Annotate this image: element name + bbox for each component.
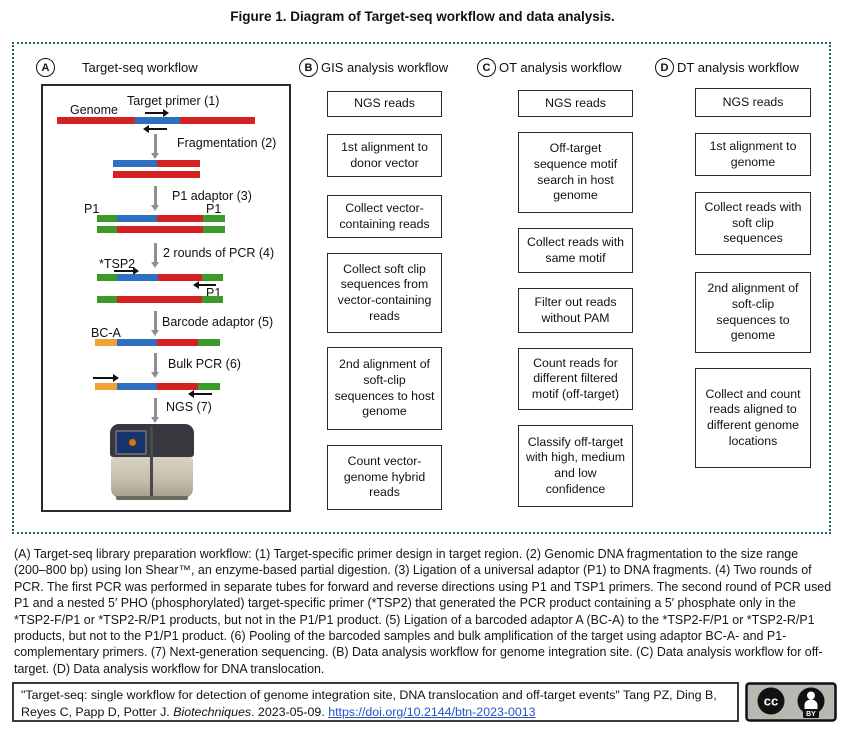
step-barcode-adaptor-label: Barcode adaptor (5): [162, 315, 274, 329]
panel-d-letter-badge: D: [655, 58, 674, 77]
gis-box-second-alignment: 2nd alignment of soft-clip sequences to …: [327, 347, 442, 430]
panel-a-title: Target-seq workflow: [82, 60, 198, 75]
tsp2-label: *TSP2: [99, 257, 136, 271]
panel-c-letter-badge: C: [477, 58, 496, 77]
p1-reverse-primer-arrow-icon: [193, 281, 216, 289]
cc-by-logo-icon: cc BY: [745, 682, 837, 722]
doi-link[interactable]: https://doi.org/10.2144/btn-2023-0013: [328, 704, 536, 719]
dt-box-collect-softclip-reads: Collect reads with soft clip sequences: [695, 192, 811, 255]
ot-box-filter-pam: Filter out reads without PAM: [518, 288, 633, 333]
svg-text:cc: cc: [764, 694, 778, 709]
fragment-bar-bottom: [113, 171, 200, 178]
step-fragmentation-label: Fragmentation (2): [177, 136, 277, 150]
gis-box-collect-vector-reads: Collect vector-containing reads: [327, 195, 442, 238]
p1-adaptor-bar-top: [97, 215, 225, 222]
panel-b-title: GIS analysis workflow: [321, 60, 449, 75]
bulk-forward-primer-arrow-icon: [93, 374, 119, 382]
genome-bar: [57, 117, 255, 124]
gis-box-count-hybrid-reads: Count vector-genome hybrid reads: [327, 445, 442, 510]
bulk-reverse-primer-arrow-icon: [188, 390, 212, 398]
gis-box-first-alignment: 1st alignment to donor vector: [327, 134, 442, 177]
citation-date: . 2023-05-09.: [251, 704, 329, 719]
fragment-bar-top: [113, 160, 200, 167]
cc-by-license-badge: cc BY: [745, 682, 837, 722]
dt-box-ngs-reads: NGS reads: [695, 88, 811, 117]
pcr-bar-top: [97, 274, 223, 281]
sequencer-seam: [150, 426, 153, 500]
gis-box-ngs-reads: NGS reads: [327, 91, 442, 117]
figure-frame: [12, 42, 831, 534]
sequencer-screen-dot: [128, 438, 137, 447]
p1-left-label: P1: [84, 202, 100, 216]
gis-box-collect-softclip: Collect soft clip sequences from vector-…: [327, 253, 442, 333]
citation-text: "Target-seq: single workflow for detecti…: [21, 688, 717, 719]
sequencer-image: [110, 424, 194, 502]
svg-text:BY: BY: [806, 711, 816, 718]
flow-arrow-icon: [154, 398, 157, 417]
step-bulk-pcr-label: Bulk PCR (6): [168, 357, 241, 371]
flow-arrow-icon: [154, 134, 157, 153]
bulk-pcr-bar: [95, 383, 220, 390]
panel-c-title: OT analysis workflow: [499, 60, 622, 75]
sequencer-base: [116, 496, 188, 500]
dt-box-collect-count-reads: Collect and count reads aligned to diffe…: [695, 368, 811, 468]
pcr-bar-bottom: [97, 296, 223, 303]
tsp2-primer-arrow-icon: [114, 267, 139, 275]
sequencer-screen: [115, 430, 147, 455]
ot-box-motif-search: Off-target sequence motif search in host…: [518, 132, 633, 213]
dt-box-second-alignment: 2nd alignment of soft-clip sequences to …: [695, 272, 811, 353]
ot-box-count-reads: Count reads for different filtered motif…: [518, 348, 633, 410]
figure-caption: (A) Target-seq library preparation workf…: [14, 547, 832, 676]
citation-bar: "Target-seq: single workflow for detecti…: [12, 682, 739, 722]
bca-label: BC-A: [91, 326, 121, 340]
ot-box-classify: Classify off-target with high, medium an…: [518, 425, 633, 507]
flow-arrow-icon: [154, 311, 157, 330]
step-pcr-label: 2 rounds of PCR (4): [163, 246, 275, 260]
step-ngs-label: NGS (7): [166, 400, 212, 414]
flow-arrow-icon: [154, 186, 157, 205]
step-p1-adaptor-label: P1 adaptor (3): [172, 189, 252, 203]
dt-box-first-alignment: 1st alignment to genome: [695, 133, 811, 176]
forward-primer-arrow-icon: [145, 109, 169, 117]
genome-label: Genome: [70, 103, 118, 117]
barcoded-bar: [95, 339, 220, 346]
figure-title: Figure 1. Diagram of Target-seq workflow…: [230, 9, 615, 24]
p1-adaptor-bar-bottom: [97, 226, 225, 233]
flow-arrow-icon: [154, 353, 157, 372]
ot-box-ngs-reads: NGS reads: [518, 90, 633, 117]
citation-journal: Biotechniques: [173, 704, 252, 719]
panel-b-letter-badge: B: [299, 58, 318, 77]
reverse-primer-arrow-icon: [143, 125, 167, 133]
panel-a-letter-badge: A: [36, 58, 55, 77]
ot-box-collect-same-motif: Collect reads with same motif: [518, 228, 633, 273]
flow-arrow-icon: [154, 243, 157, 262]
p1-right-label: P1: [206, 202, 222, 216]
panel-d-title: DT analysis workflow: [677, 60, 799, 75]
step-target-primer-label: Target primer (1): [127, 94, 220, 108]
